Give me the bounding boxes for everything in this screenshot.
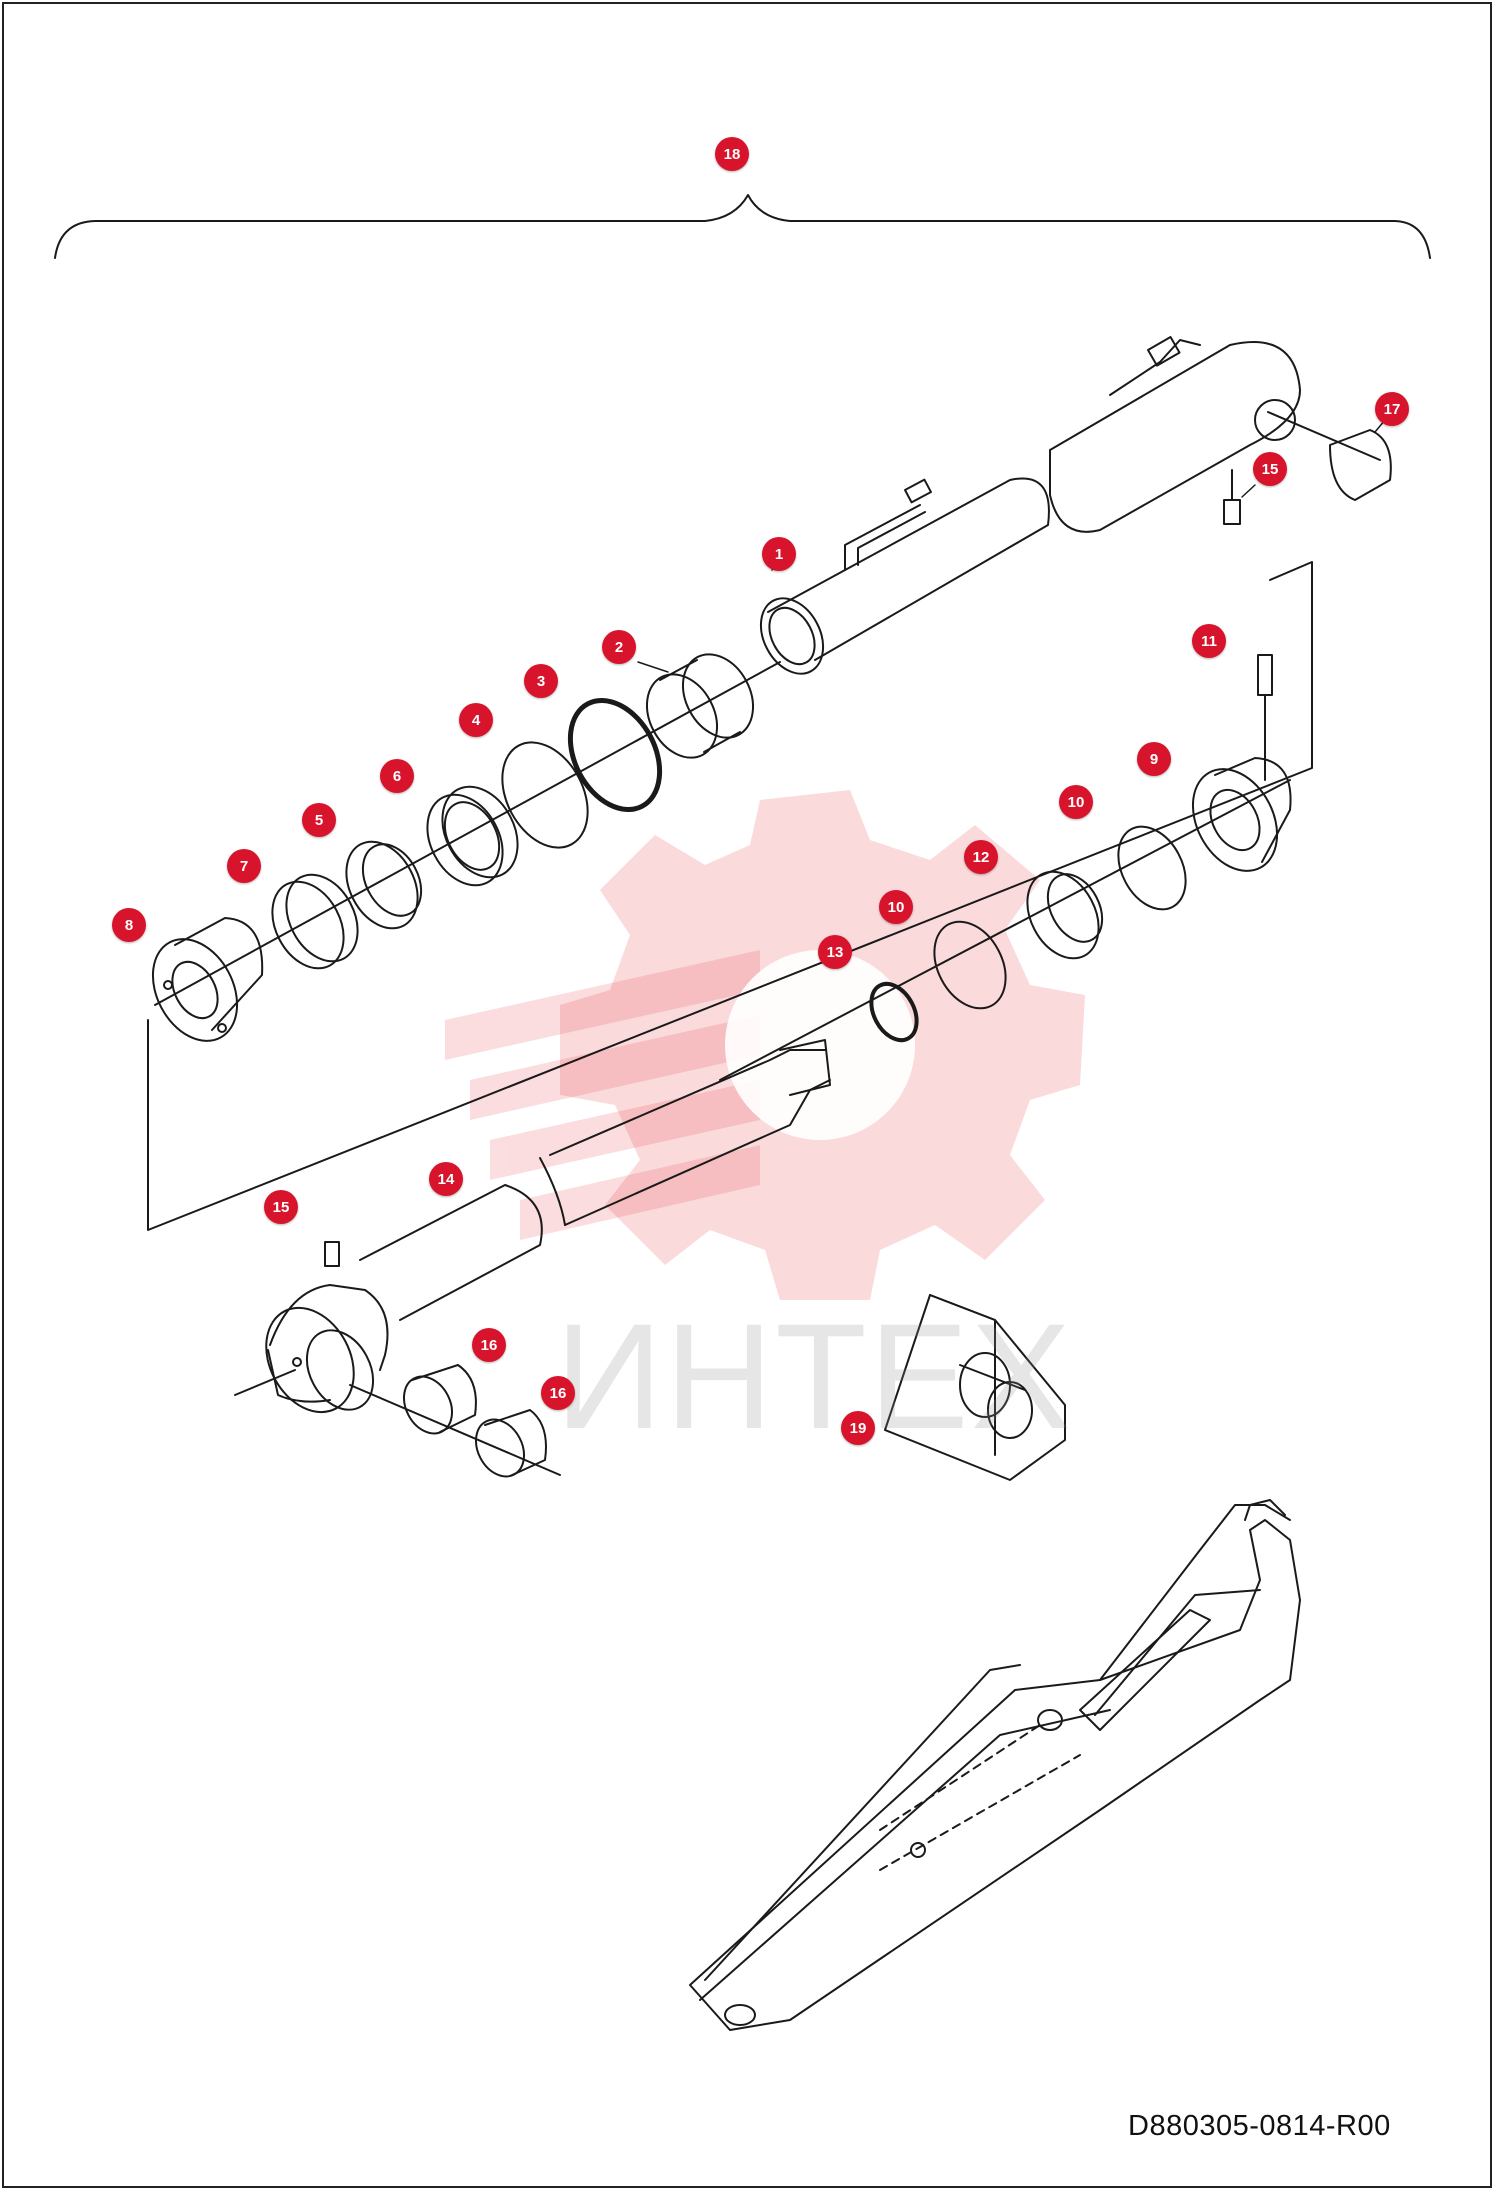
wear-ring-10-upper-part <box>1117 825 1187 911</box>
wear-ring-10-lower-part <box>933 920 1007 1010</box>
rod-eye-part <box>234 1241 561 1476</box>
bushing-16-lower-part <box>475 1409 547 1478</box>
bushing-17-part <box>1267 411 1392 501</box>
callout-16-lower[interactable]: 16 <box>541 1376 575 1410</box>
callout-15-lower[interactable]: 15 <box>264 1190 298 1224</box>
callout-9[interactable]: 9 <box>1137 742 1171 776</box>
set-screw-11-part <box>1257 654 1273 781</box>
wiper-ring-5-part <box>345 840 423 930</box>
callout-18[interactable]: 18 <box>715 137 749 171</box>
callout-7[interactable]: 7 <box>227 849 261 883</box>
document-code: D880305-0814-R00 <box>1128 2110 1391 2142</box>
o-ring-3-part <box>567 697 663 813</box>
piston-rod-part <box>359 1039 831 1321</box>
callout-12[interactable]: 12 <box>964 840 998 874</box>
piston-9-part <box>1191 757 1292 872</box>
bushing-16-upper-part <box>403 1364 477 1435</box>
callout-11[interactable]: 11 <box>1192 624 1226 658</box>
backup-ring-4-part <box>501 741 589 849</box>
callout-13[interactable]: 13 <box>818 935 852 969</box>
boom-arm-overview <box>689 1499 1301 2031</box>
callout-4[interactable]: 4 <box>459 703 493 737</box>
assembly-brace <box>54 194 1431 259</box>
cylinder-barrel-upper <box>1049 335 1301 533</box>
ring-7-part <box>271 873 359 970</box>
callout-6[interactable]: 6 <box>380 759 414 793</box>
callout-10-lower[interactable]: 10 <box>879 890 913 924</box>
callout-15-top[interactable]: 15 <box>1253 452 1287 486</box>
callout-2[interactable]: 2 <box>602 630 636 664</box>
callout-19[interactable]: 19 <box>841 1411 875 1445</box>
piston-seal-12-part <box>1026 870 1104 960</box>
o-ring-13-part <box>869 981 919 1043</box>
cylinder-barrel-part <box>759 477 1050 675</box>
callout-14[interactable]: 14 <box>429 1162 463 1196</box>
bushing-2-part <box>645 653 755 759</box>
seal-6-part <box>426 785 519 887</box>
callout-10-upper[interactable]: 10 <box>1059 785 1093 819</box>
rod-gland-8-part <box>151 917 264 1042</box>
watermark-gear-hole <box>725 950 915 1140</box>
callout-3[interactable]: 3 <box>524 664 558 698</box>
assembly-axis-lower <box>719 779 1291 1081</box>
callout-5[interactable]: 5 <box>302 803 336 837</box>
callout-17[interactable]: 17 <box>1375 392 1409 426</box>
callout-8[interactable]: 8 <box>112 908 146 942</box>
callout-1[interactable]: 1 <box>762 537 796 571</box>
seal-kit-box-part <box>884 1294 1066 1481</box>
watermark-text: ИНТЕХ <box>555 1292 1073 1460</box>
assembly-connection-box <box>147 561 1313 1231</box>
grease-nipple-top-part <box>1223 469 1241 525</box>
callout-16-upper[interactable]: 16 <box>472 1328 506 1362</box>
